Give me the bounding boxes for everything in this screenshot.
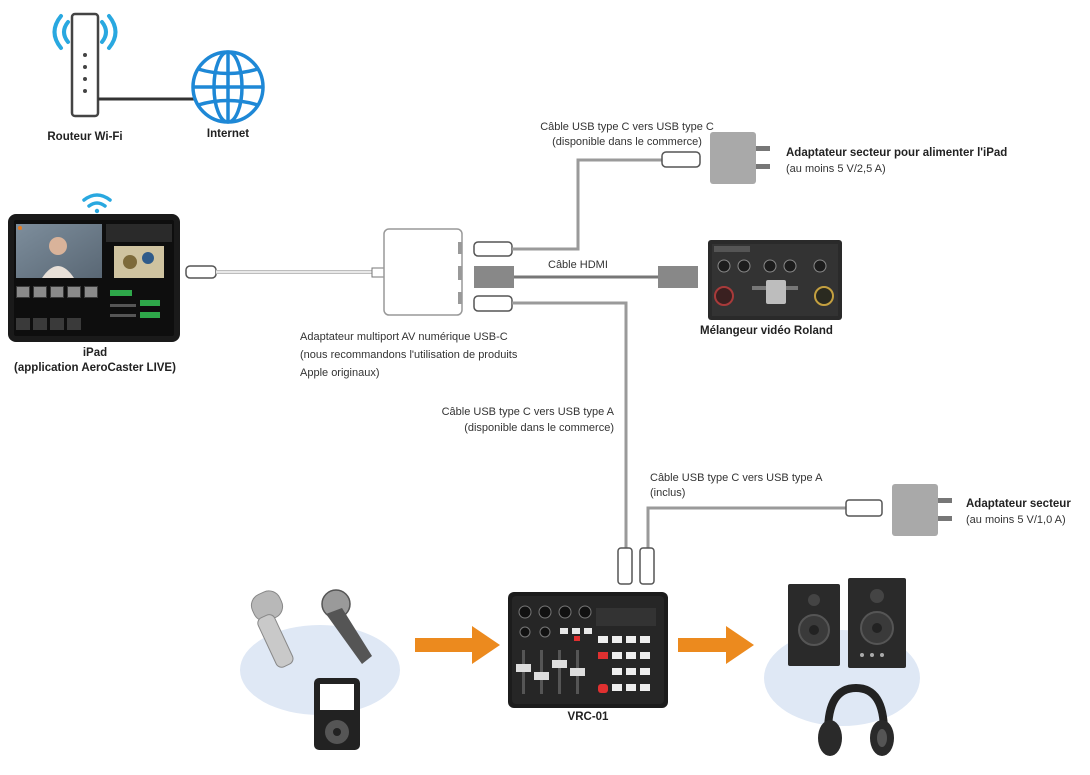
usb-c-to-a-cable <box>473 295 883 585</box>
usb-c-to-c-cable <box>473 151 701 257</box>
vrc-power-adapter-icon <box>892 484 952 536</box>
ipad-power-adapter-icon <box>710 132 770 184</box>
vrc-adapter-title: Adaptateur secteur <box>966 498 1071 510</box>
tablet-icon <box>8 214 180 342</box>
multiport-label-2: (nous recommandons l'utilisation de prod… <box>300 349 518 361</box>
hdmi-cable <box>474 266 698 288</box>
usb-c-a-included-label-1: Câble USB type C vers USB type A <box>650 472 823 484</box>
vrc-adapter-spec: (au moins 5 V/1,0 A) <box>966 514 1066 526</box>
globe-icon <box>191 50 265 124</box>
router-label: Routeur Wi-Fi <box>47 131 123 143</box>
speaker-icon <box>788 578 906 668</box>
media-player-icon <box>314 678 360 750</box>
microphone-icon <box>250 590 294 668</box>
vrc-01-label: VRC-01 <box>567 711 609 723</box>
multiport-adapter-icon <box>383 228 463 316</box>
usb-c-a-cable-label-1: Câble USB type C vers USB type A <box>441 406 614 418</box>
handheld-microphone-icon <box>321 589 372 664</box>
multiport-label-3: Apple originaux) <box>300 367 380 379</box>
input-arrow-icon <box>415 626 500 664</box>
headphones-icon <box>818 683 894 756</box>
ipad-label-1: iPad <box>82 347 108 359</box>
ipad-adapter-title: Adaptateur secteur pour alimenter l'iPad <box>786 147 1008 159</box>
usb-c-c-cable-label-1: Câble USB type C vers USB type C <box>540 121 714 133</box>
ipad-usb-c-cable <box>185 265 385 279</box>
video-mixer-icon <box>708 240 842 320</box>
hdmi-cable-label: Câble HDMI <box>548 259 608 271</box>
ipad-wifi-icon <box>82 193 112 214</box>
roland-mixer-label: Mélangeur vidéo Roland <box>700 325 833 337</box>
wifi-router-icon <box>52 12 118 118</box>
ipad-adapter-spec: (au moins 5 V/2,5 A) <box>786 163 886 175</box>
usb-c-a-included-label-2: (inclus) <box>650 487 686 499</box>
output-arrow-icon <box>678 626 754 664</box>
vrc-01-device-icon <box>508 592 668 708</box>
multiport-label-1: Adaptateur multiport AV numérique USB-C <box>300 331 508 343</box>
usb-c-a-cable-label-2: (disponible dans le commerce) <box>464 422 614 434</box>
internet-label: Internet <box>206 128 250 140</box>
usb-c-c-cable-label-2: (disponible dans le commerce) <box>552 136 702 148</box>
ipad-label-2: (application AeroCaster LIVE) <box>14 362 176 374</box>
